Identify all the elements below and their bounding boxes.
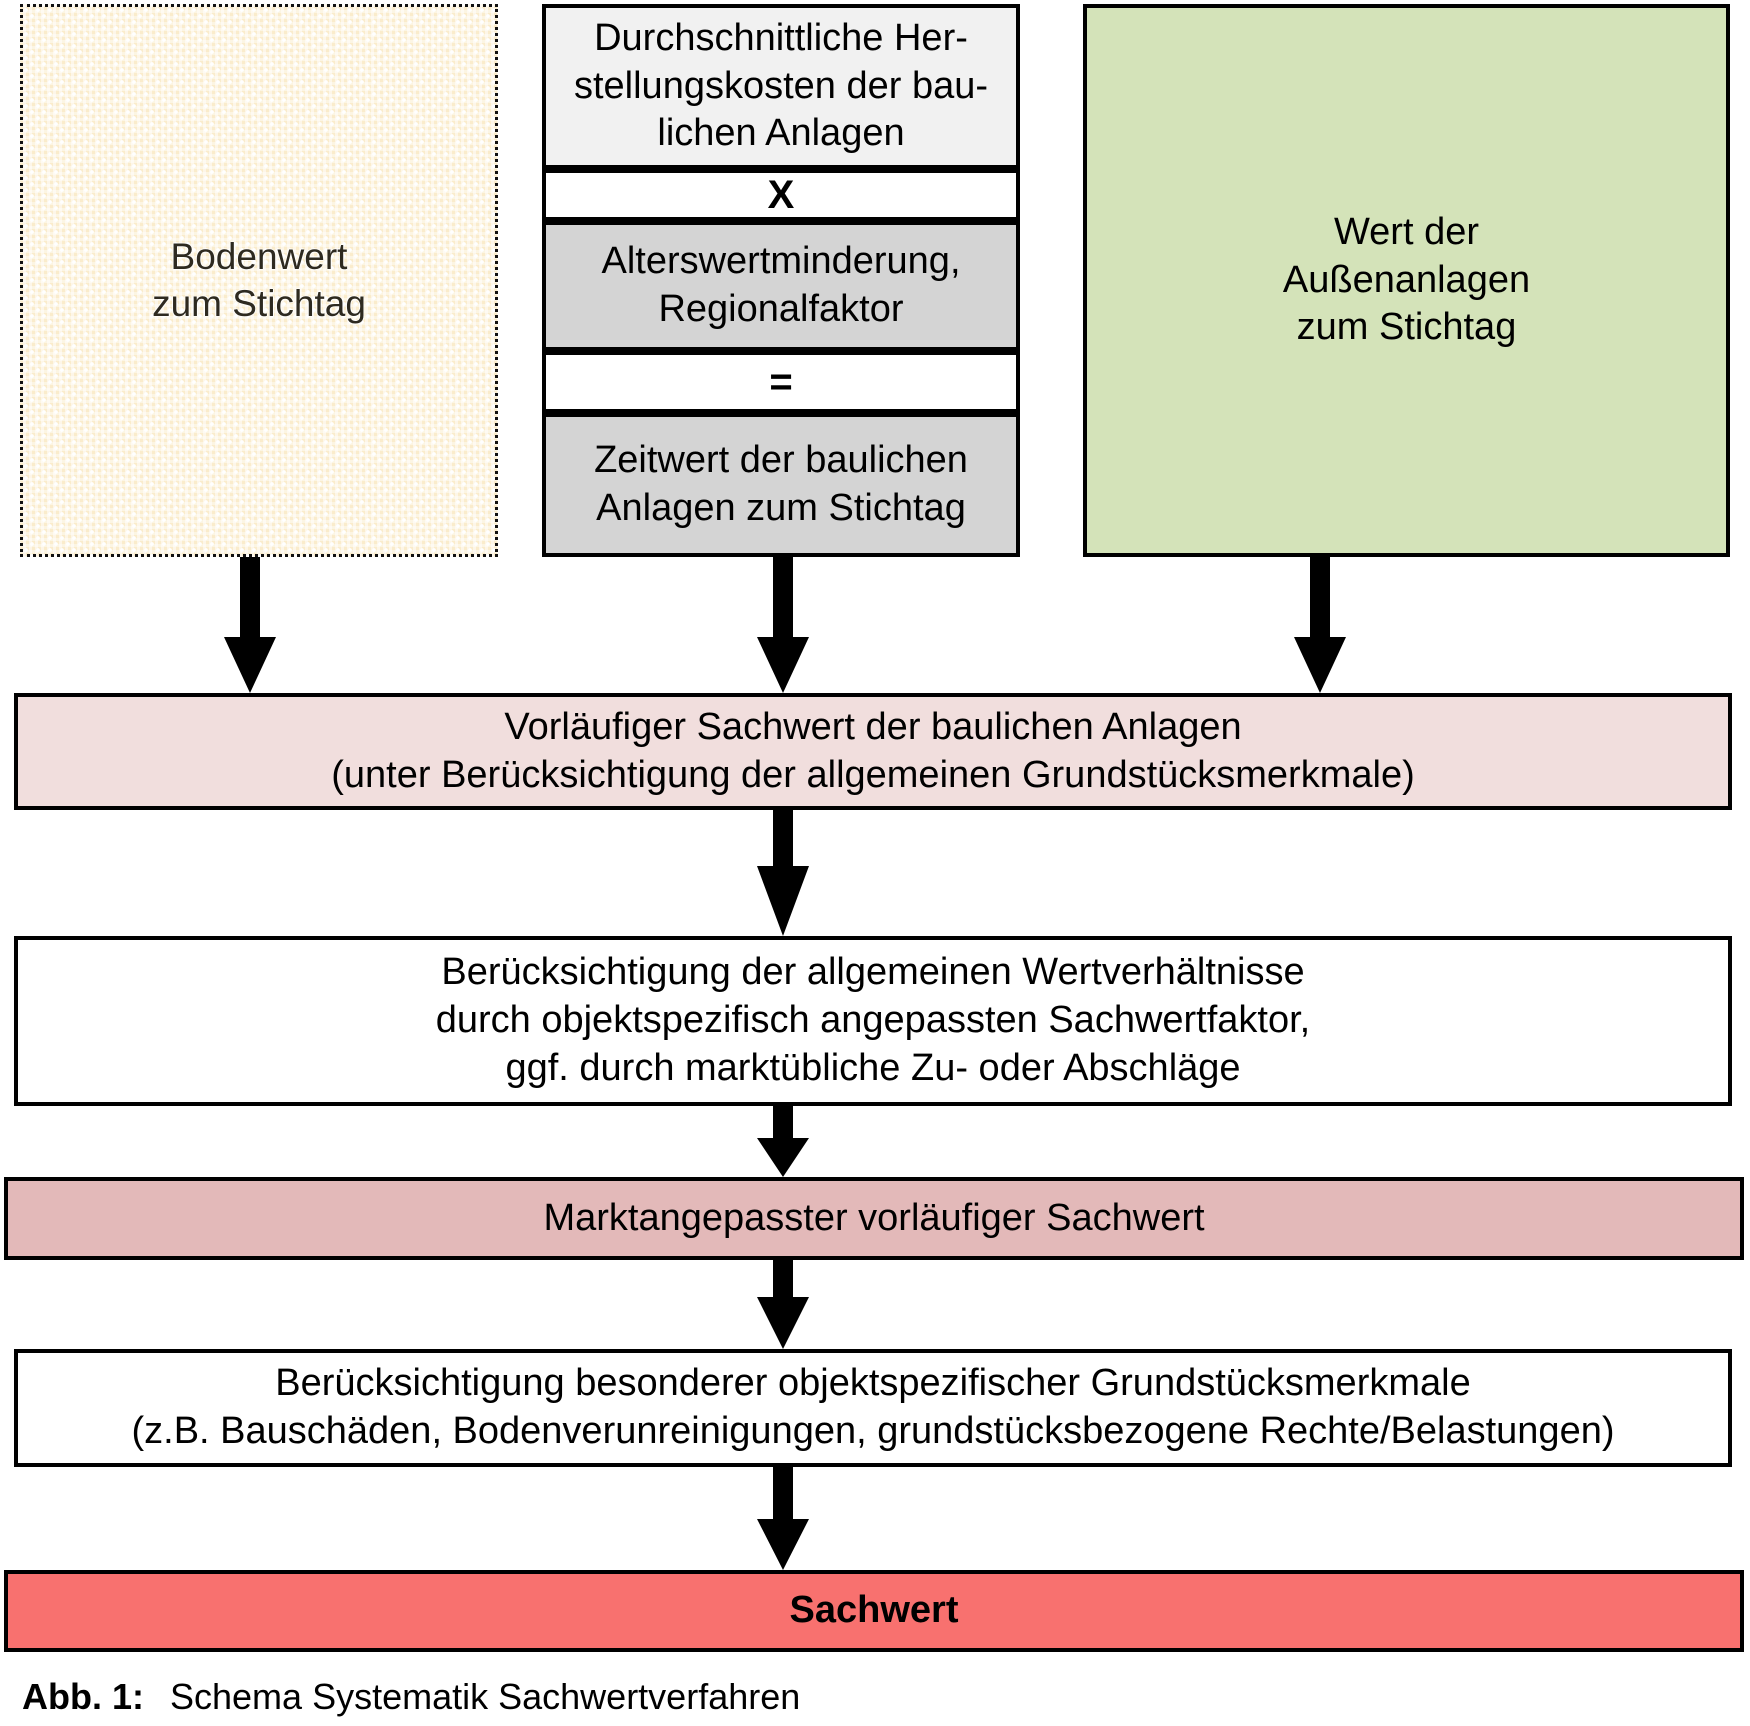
- arrow-marktangepasster-to-objektspezifische: [757, 1260, 809, 1349]
- objektspezifische-line1: Berücksichtigung besonderer objektspezif…: [275, 1362, 1471, 1405]
- node-alterswertminderung: Alterswertminderung, Regionalfaktor: [542, 221, 1020, 351]
- bodenwert-line2: zum Stichtag: [152, 282, 366, 324]
- arrow-zeitwert-to-vorlaeufiger-sachwert: [757, 557, 809, 693]
- alterswertminderung-line2: Regionalfaktor: [658, 288, 904, 330]
- node-zeitwert: Zeitwert der baulichen Anlagen zum Stich…: [542, 413, 1020, 557]
- zeitwert-line1: Zeitwert der baulichen: [594, 439, 968, 482]
- node-aussenanlagen: Wert der Außenanlagen zum Stichtag: [1083, 4, 1730, 557]
- objektspezifische-line2: (z.B. Bauschäden, Bodenverunreinigungen,…: [131, 1410, 1615, 1452]
- arrow-wertverhaeltnisse-to-marktangepasster: [757, 1106, 809, 1177]
- sachwert-line1: Sachwert: [789, 1589, 959, 1632]
- bodenwert-line1: Bodenwert: [170, 235, 348, 277]
- node-herstellungskosten: Durchschnittliche Her- stellungskosten d…: [542, 4, 1020, 169]
- arrow-aussenanlagen-to-vorlaeufiger-sachwert: [1294, 557, 1346, 693]
- node-vorlaeufiger-sachwert: Vorläufiger Sachwert der baulichen Anlag…: [14, 693, 1732, 810]
- multiply-operator-symbol: X: [767, 172, 795, 217]
- node-objektspezifische-merkmale: Berücksichtigung besonderer objektspezif…: [14, 1349, 1732, 1467]
- wertverhaeltnisse-line3: ggf. durch marktübliche Zu- oder Abschlä…: [505, 1046, 1241, 1089]
- node-operator-equals: =: [542, 351, 1020, 413]
- node-bodenwert: Bodenwert zum Stichtag: [20, 4, 498, 557]
- wertverhaeltnisse-line1: Berücksichtigung der allgemeinen Wertver…: [441, 951, 1305, 994]
- zeitwert-line2: Anlagen zum Stichtag: [596, 487, 966, 529]
- aussenanlagen-line3: zum Stichtag: [1296, 306, 1517, 349]
- figure-caption-label: Abb. 1:: [22, 1676, 144, 1717]
- figure-caption-text: Schema Systematik Sachwertverfahren: [170, 1676, 801, 1717]
- wertverhaeltnisse-line2: durch objektspezifisch angepassten Sachw…: [435, 999, 1311, 1042]
- arrow-vorlaeufiger-sachwert-to-wertverhaeltnisse: [757, 810, 809, 936]
- node-marktangepasster-sachwert: Marktangepasster vorläufiger Sachwert: [4, 1177, 1744, 1260]
- herstellungskosten-line2: stellungskosten der bau-: [573, 64, 989, 107]
- vorlaeufiger-sachwert-line2: (unter Berücksichtigung der allgemeinen …: [331, 753, 1415, 796]
- herstellungskosten-line1: Durchschnittliche Her-: [594, 16, 968, 59]
- equals-operator-symbol: =: [769, 359, 793, 404]
- marktangepasster-line1: Marktangepasster vorläufiger Sachwert: [543, 1196, 1205, 1239]
- node-operator-multiply: X: [542, 169, 1020, 221]
- aussenanlagen-line1: Wert der: [1333, 210, 1479, 253]
- figure-caption: Abb. 1: Schema Systematik Sachwertverfahr…: [22, 1676, 1722, 1718]
- arrow-objektspezifische-to-sachwert: [757, 1467, 809, 1570]
- alterswertminderung-line1: Alterswertminderung,: [601, 240, 961, 283]
- formula-stack: Durchschnittliche Her- stellungskosten d…: [542, 4, 1020, 557]
- aussenanlagen-line2: Außenanlagen: [1282, 258, 1531, 301]
- herstellungskosten-line3: lichen Anlagen: [657, 112, 905, 155]
- node-wertverhaeltnisse: Berücksichtigung der allgemeinen Wertver…: [14, 936, 1732, 1106]
- vorlaeufiger-sachwert-line1: Vorläufiger Sachwert der baulichen Anlag…: [504, 705, 1242, 748]
- node-sachwert: Sachwert: [4, 1570, 1744, 1652]
- arrow-bodenwert-to-vorlaeufiger-sachwert: [224, 557, 276, 693]
